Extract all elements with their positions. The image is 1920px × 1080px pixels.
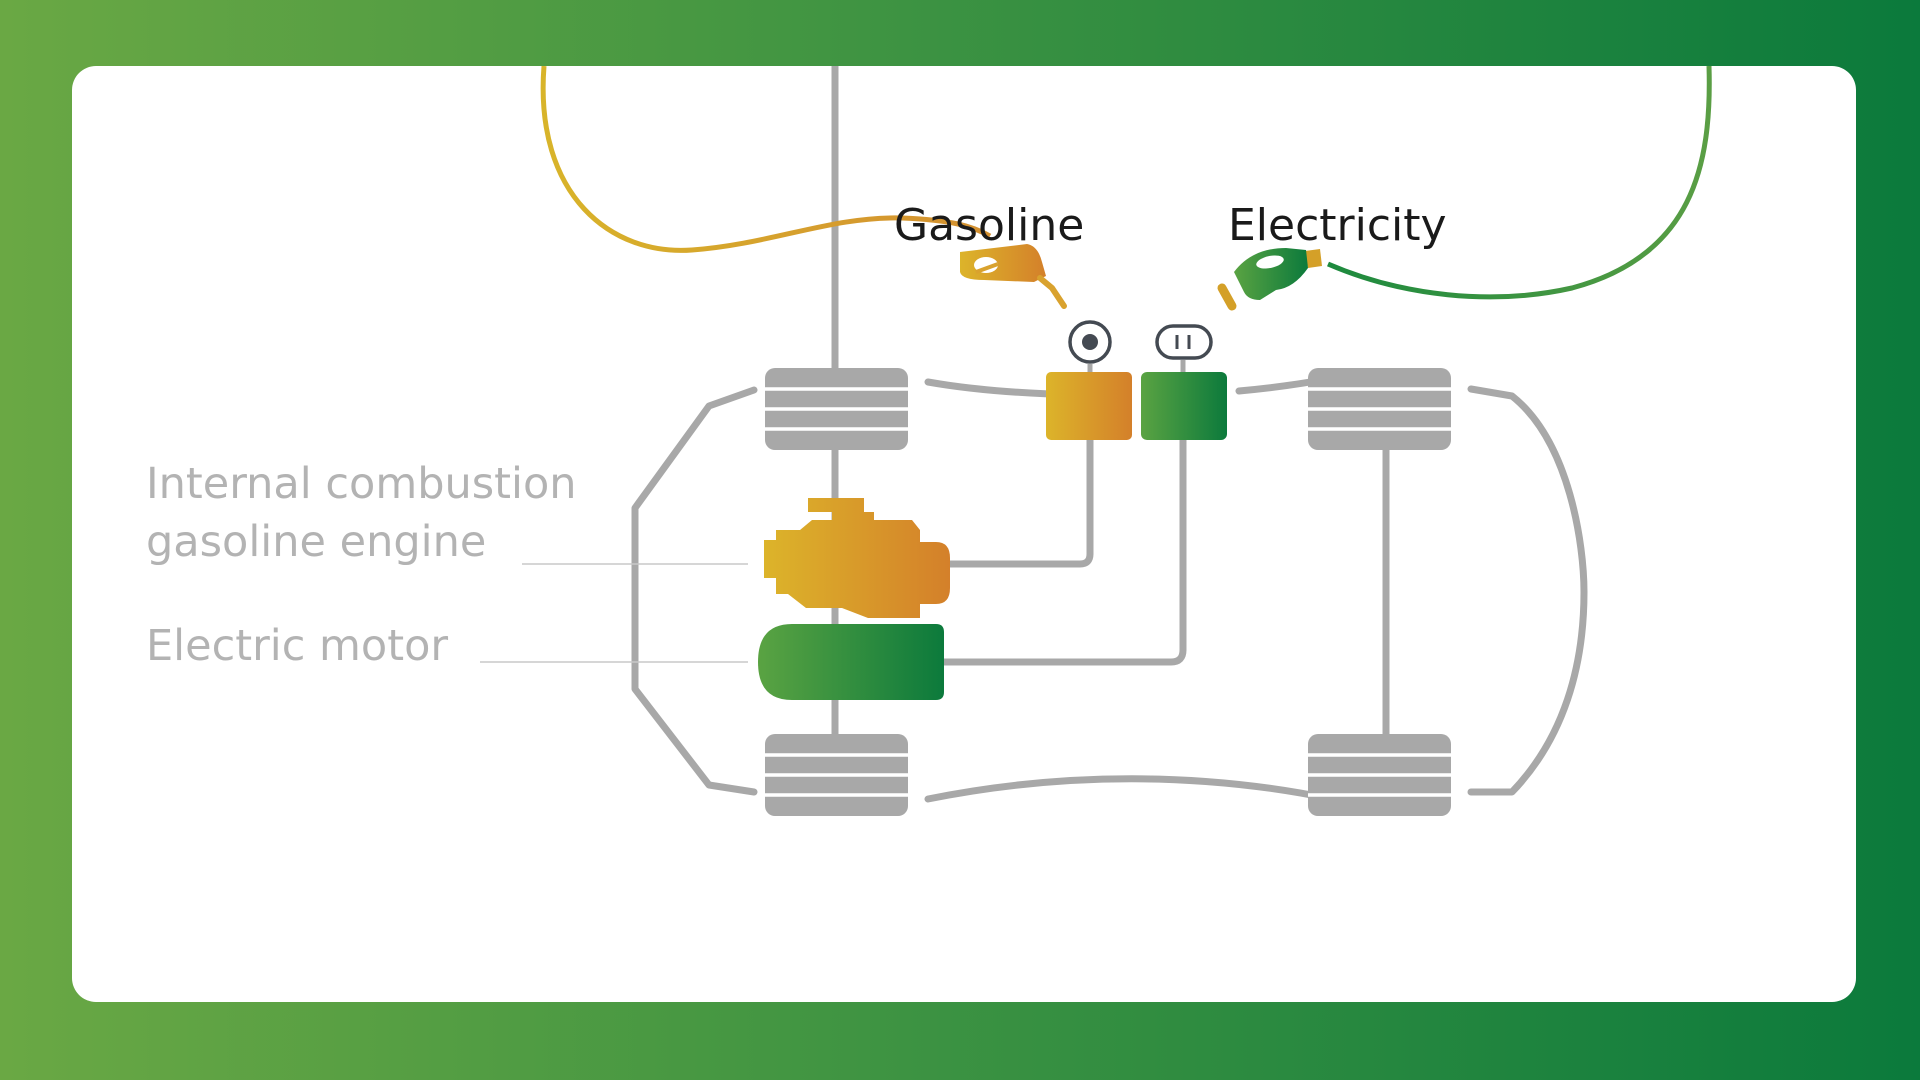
wheel-front-bottom (1308, 734, 1451, 816)
electricity-label: Electricity (1228, 200, 1447, 251)
battery-pack (1141, 372, 1227, 440)
wheel-rear-bottom (765, 734, 908, 816)
hybrid-powertrain-diagram: Gasoline Electricity Internal combustion… (146, 66, 1712, 816)
diagram-card: Gasoline Electricity Internal combustion… (72, 66, 1856, 1002)
wheel-rear-top (765, 368, 908, 450)
charging-cable (1327, 66, 1712, 300)
wheel-front-top (1308, 368, 1451, 450)
electric-motor-icon (758, 624, 944, 700)
fuel-tank (1046, 372, 1132, 440)
fuel-hose (540, 66, 992, 253)
fuel-inlet-icon (1068, 320, 1112, 372)
gas-pump-nozzle-icon (960, 244, 1067, 309)
gasoline-label: Gasoline (894, 200, 1084, 251)
engine-label-line2: gasoline engine (146, 517, 486, 567)
engine-label-line1: Internal combustion (146, 459, 577, 509)
motor-label: Electric motor (146, 621, 448, 671)
power-outlet-icon (1155, 324, 1213, 372)
engine-block-icon (764, 498, 950, 618)
ev-charging-plug-icon (1217, 248, 1322, 311)
